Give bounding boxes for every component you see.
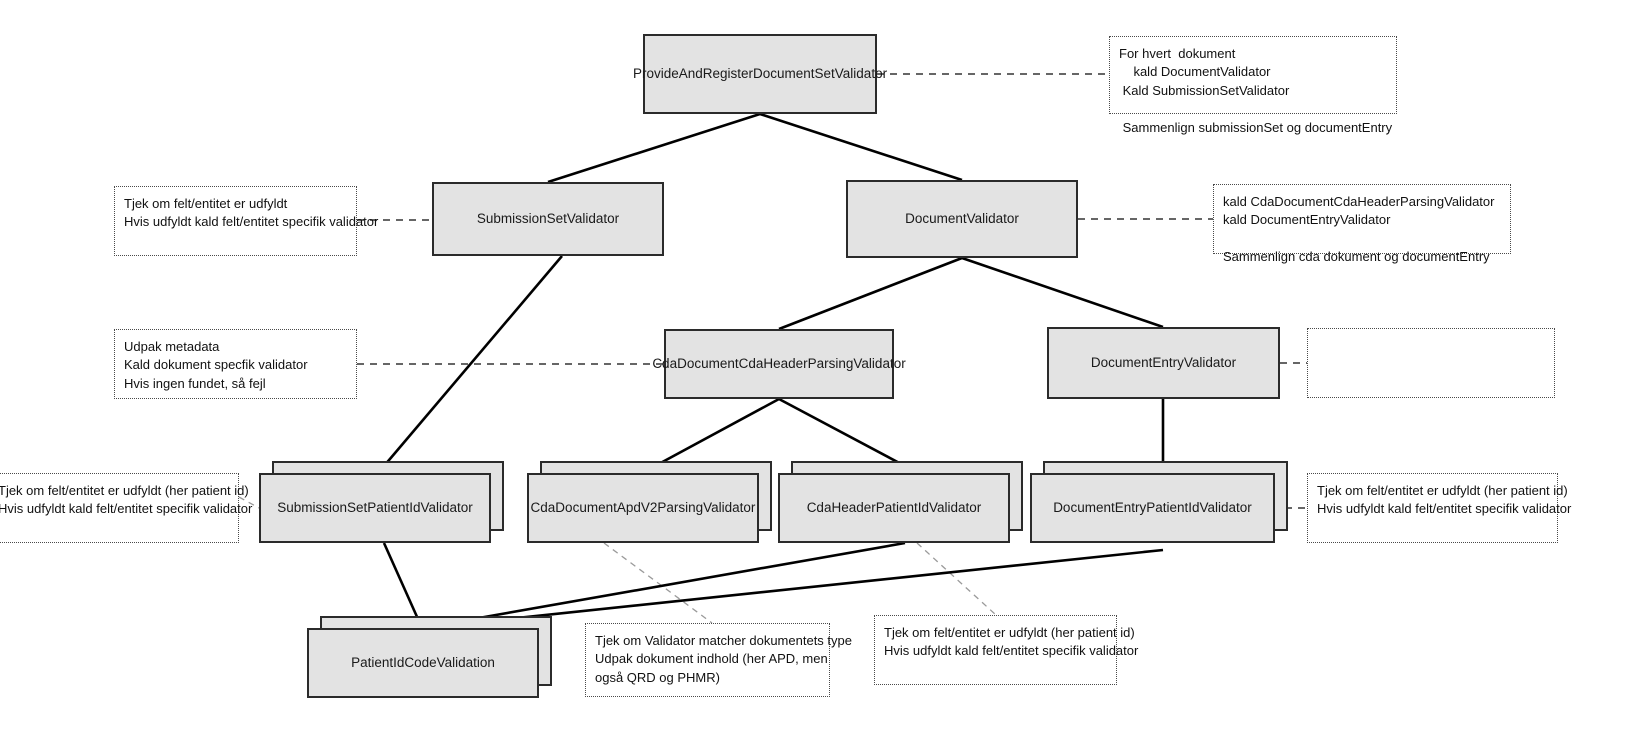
- edge-provide-and-register-to-document-validator: [759, 112, 963, 182]
- node-label: DocumentValidator: [905, 210, 1019, 226]
- note-text: kald CdaDocumentCdaHeaderParsingValidato…: [1223, 194, 1495, 265]
- node-document-validator[interactable]: DocumentValidator: [846, 180, 1078, 258]
- edge-provide-and-register-to-submission-set-validator: [547, 112, 761, 184]
- note-provide-and-register: For hvert dokument kald DocumentValidato…: [1109, 36, 1397, 135]
- node-label: DocumentEntryValidator: [1090, 354, 1237, 370]
- edge-submission-set-validator-to-submission-set-patient-id-validator: [383, 255, 563, 467]
- note-text: Tjek om felt/entitet er udfyldt (her pat…: [1317, 483, 1572, 517]
- note-text: Udpak metadata Kald dokument specfik val…: [124, 339, 308, 391]
- note-link-note-cda-header-patient-id-validator: [916, 542, 997, 616]
- note-cda-header-patient-id-validator: Tjek om felt/entitet er udfyldt (her pat…: [874, 615, 1138, 685]
- node-label: PatientIdCodeValidation: [351, 654, 495, 670]
- note-submission-set-validator: Tjek om felt/entitet er udfyldt Hvis udf…: [114, 186, 378, 256]
- node-cda-document-apdv2-parsing-validator[interactable]: CdaDocumentApdV2ParsingValidator: [527, 473, 759, 543]
- node-cda-document-cda-header-parsing-validator[interactable]: CdaDocumentCdaHeaderParsingValidator: [652, 329, 906, 399]
- node-label: SubmissionSetValidator: [476, 210, 620, 226]
- node-label: ProvideAndRegisterDocumentSetValidator: [632, 65, 888, 81]
- note-text: For hvert dokument kald DocumentValidato…: [1119, 46, 1393, 135]
- note-cda-document-apdv2-parsing-validator: Tjek om Validator matcher dokumentets ty…: [585, 623, 852, 697]
- node-cda-header-patient-id-validator[interactable]: CdaHeaderPatientIdValidator: [778, 473, 1010, 543]
- node-provide-and-register[interactable]: ProvideAndRegisterDocumentSetValidator: [633, 34, 887, 114]
- note-text: Tjek om felt/entitet er udfyldt Hvis udf…: [124, 196, 379, 230]
- note-document-entry-patient-id-validator: Tjek om felt/entitet er udfyldt (her pat…: [1307, 473, 1571, 543]
- node-label: SubmissionSetPatientIdValidator: [277, 499, 473, 515]
- node-label: CdaHeaderPatientIdValidator: [806, 499, 982, 515]
- note-link-note-cda-document-apdv2-parsing-validator: [603, 542, 713, 624]
- edge-cda-document-cda-header-parsing-validator-to-cda-document-apdv2-parsing-validator: [654, 397, 780, 468]
- note-document-validator: kald CdaDocumentCdaHeaderParsingValidato…: [1213, 184, 1511, 264]
- node-label: CdaDocumentCdaHeaderParsingValidator: [652, 355, 906, 371]
- edge-document-validator-to-document-entry-validator: [961, 256, 1164, 329]
- node-label: CdaDocumentApdV2ParsingValidator: [530, 499, 756, 515]
- edge-document-validator-to-cda-document-cda-header-parsing-validator: [778, 256, 963, 331]
- node-document-entry-validator[interactable]: DocumentEntryValidator: [1047, 327, 1280, 399]
- note-text: Tjek om felt/entitet er udfyldt (her pat…: [0, 483, 253, 517]
- note-submission-set-patient-id-validator: Tjek om felt/entitet er udfyldt (her pat…: [0, 473, 252, 543]
- note-text: Tjek om Validator matcher dokumentets ty…: [595, 633, 852, 685]
- node-submission-set-patient-id-validator[interactable]: SubmissionSetPatientIdValidator: [259, 473, 491, 543]
- note-document-entry-validator-empty: [1307, 328, 1555, 398]
- node-document-entry-patient-id-validator[interactable]: DocumentEntryPatientIdValidator: [1030, 473, 1275, 543]
- note-cda-document-cda-header-parsing-validator: Udpak metadata Kald dokument specfik val…: [114, 329, 357, 399]
- node-patient-id-code-validation[interactable]: PatientIdCodeValidation: [307, 628, 539, 698]
- node-label: DocumentEntryPatientIdValidator: [1053, 499, 1252, 515]
- edge-cda-document-cda-header-parsing-validator-to-cda-header-patient-id-validator: [778, 397, 906, 468]
- node-submission-set-validator[interactable]: SubmissionSetValidator: [432, 182, 664, 256]
- note-text: Tjek om felt/entitet er udfyldt (her pat…: [884, 625, 1139, 659]
